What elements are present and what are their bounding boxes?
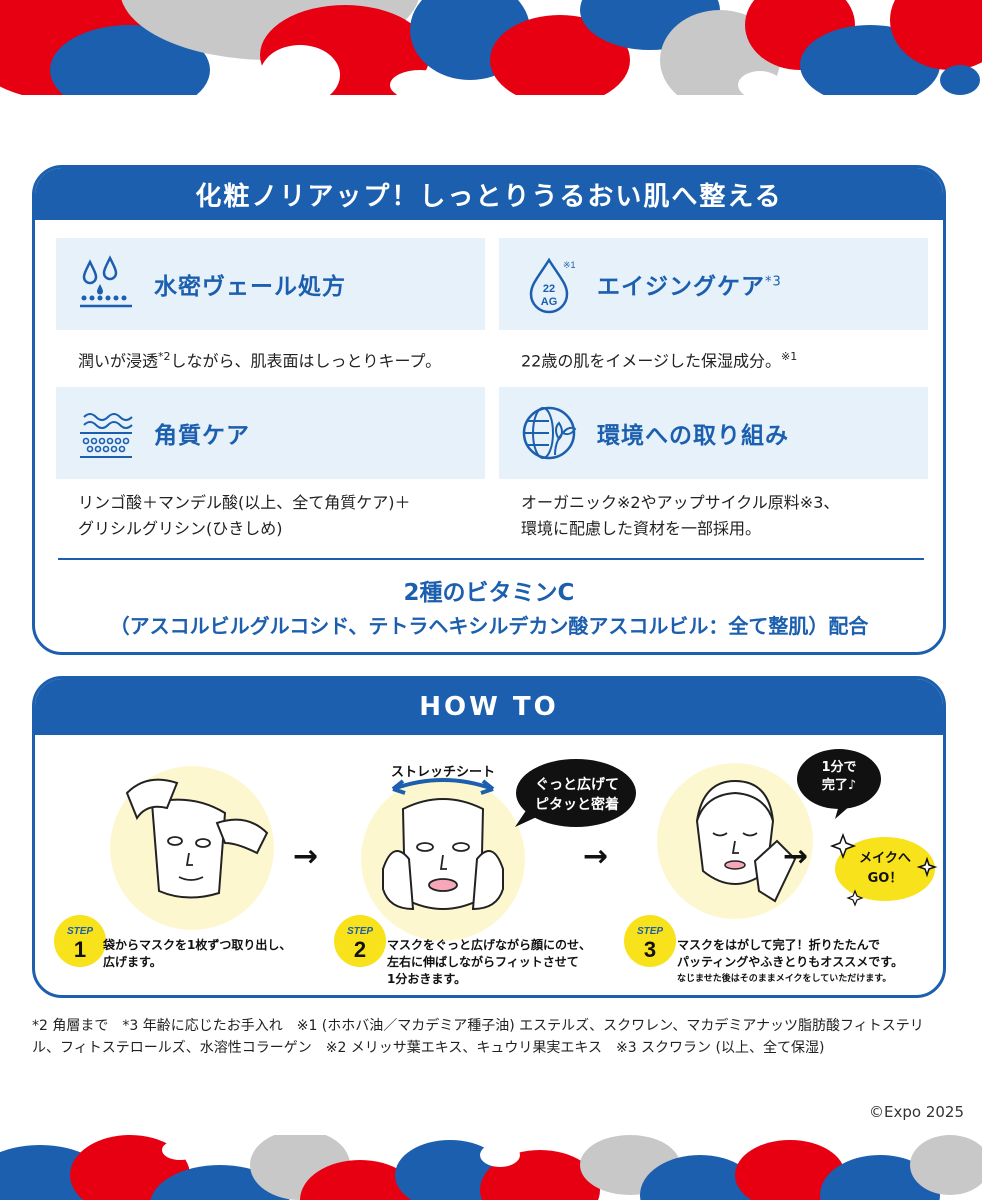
makeup-go-text: メイクへ GO！ [859, 851, 911, 886]
feature-title: 環境への取り組み [597, 423, 789, 449]
globe-leaf-icon [522, 406, 577, 460]
feature-desc-environment: オーガニック※2やアップサイクル原料※3、 環境に配慮した資材を一部採用。 [521, 493, 840, 538]
svg-text:2: 2 [354, 937, 366, 962]
step1-text: 袋からマスクを1枚ずつ取り出し、 広げます。 [103, 938, 292, 969]
step3-illustration [657, 763, 813, 919]
22ag-icon-top: 22 [543, 283, 555, 295]
expo-pattern [0, 0, 982, 95]
speech-bubble-icon [515, 759, 636, 827]
time-bubble-icon [797, 749, 881, 819]
top-pattern-band [0, 0, 982, 95]
makeup-go-badge [829, 832, 938, 907]
speech-bubble-text: ぐっと広げて ピタッと密着 [535, 777, 619, 813]
22ag-icon-bottom: AG [541, 296, 558, 308]
step3-text: マスクをはがして完了！折りたたんで パッティングやふきとりもオススメです。 なじ… [677, 938, 904, 984]
svg-text:STEP: STEP [67, 926, 93, 937]
svg-text:1: 1 [74, 937, 86, 962]
feature-desc-aging-care: 22歳の肌をイメージした保湿成分。※1 [521, 350, 798, 371]
vitamin-title: 2種のビタミンC [403, 580, 575, 606]
feature-title: 角質ケア [154, 423, 250, 449]
copyright: ©Expo 2025 [869, 1103, 964, 1121]
feature-box-aging-care: 22 AG ※1 エイジングケア*3 [499, 238, 928, 330]
arrow-right-icon: → [293, 839, 319, 874]
step2-badge: STEP 2 [334, 915, 386, 967]
svg-text:STEP: STEP [347, 926, 373, 937]
22ag-icon-mark: ※1 [563, 260, 576, 270]
step1-badge: STEP 1 [54, 915, 106, 967]
step1-illustration [110, 766, 274, 930]
panel-divider [58, 558, 924, 560]
step3-badge: STEP 3 [624, 915, 676, 967]
svg-text:STEP: STEP [637, 926, 663, 937]
stretch-sheet-label: ストレッチシート [391, 765, 496, 780]
footnote: *2 角層まで *3 年齢に応じたお手入れ ※1 (ホホバ油／マカデミア種子油)… [32, 1018, 924, 1056]
skin-layer-icon [80, 413, 133, 458]
step2-illustration [361, 777, 525, 941]
feature-title: 水密ヴェール処方 [154, 274, 346, 300]
feature-title: エイジングケア*3 [597, 274, 782, 300]
water-drops-icon [80, 255, 132, 308]
svg-text:3: 3 [644, 937, 656, 962]
feature-box-environment: 環境への取り組み [499, 387, 928, 479]
arrow-right-icon: → [583, 839, 609, 874]
expo-pattern [0, 1135, 982, 1200]
step2-text: マスクをぐっと広げながら顔にのせ、 左右に伸ばしながらフィットさせて 1分おきま… [387, 938, 592, 986]
arrow-right-icon: → [783, 839, 809, 874]
feature-box-water-veil: 水密ヴェール処方 [56, 238, 485, 330]
howto-panel: HOW TO → ストレッチシート ぐっと広げて ピタッと密着 → [32, 676, 946, 998]
howto-title: HOW TO [35, 679, 943, 735]
feature-panel: 化粧ノリアップ！しっとりうるおい肌へ整える 水密ヴェール処方 潤いが浸透*2しな… [32, 165, 946, 655]
feature-panel-title: 化粧ノリアップ！しっとりうるおい肌へ整える [35, 168, 943, 220]
feature-desc-water-veil: 潤いが浸透*2しながら、肌表面はしっとりキープ。 [78, 350, 442, 371]
time-bubble-text: 1分で 完了♪ [821, 760, 857, 793]
22ag-icon: 22 AG ※1 [529, 257, 576, 314]
feature-desc-exfoliation: リンゴ酸＋マンデル酸(以上、全て角質ケア)＋ グリシルグリシン(ひきしめ) [78, 493, 411, 538]
bottom-pattern-band [0, 1135, 982, 1200]
feature-box-exfoliation: 角質ケア [56, 387, 485, 479]
vitamin-subtitle: （アスコルビルグルコシド、テトラヘキシルデカン酸アスコルビル：全て整肌）配合 [109, 614, 869, 638]
